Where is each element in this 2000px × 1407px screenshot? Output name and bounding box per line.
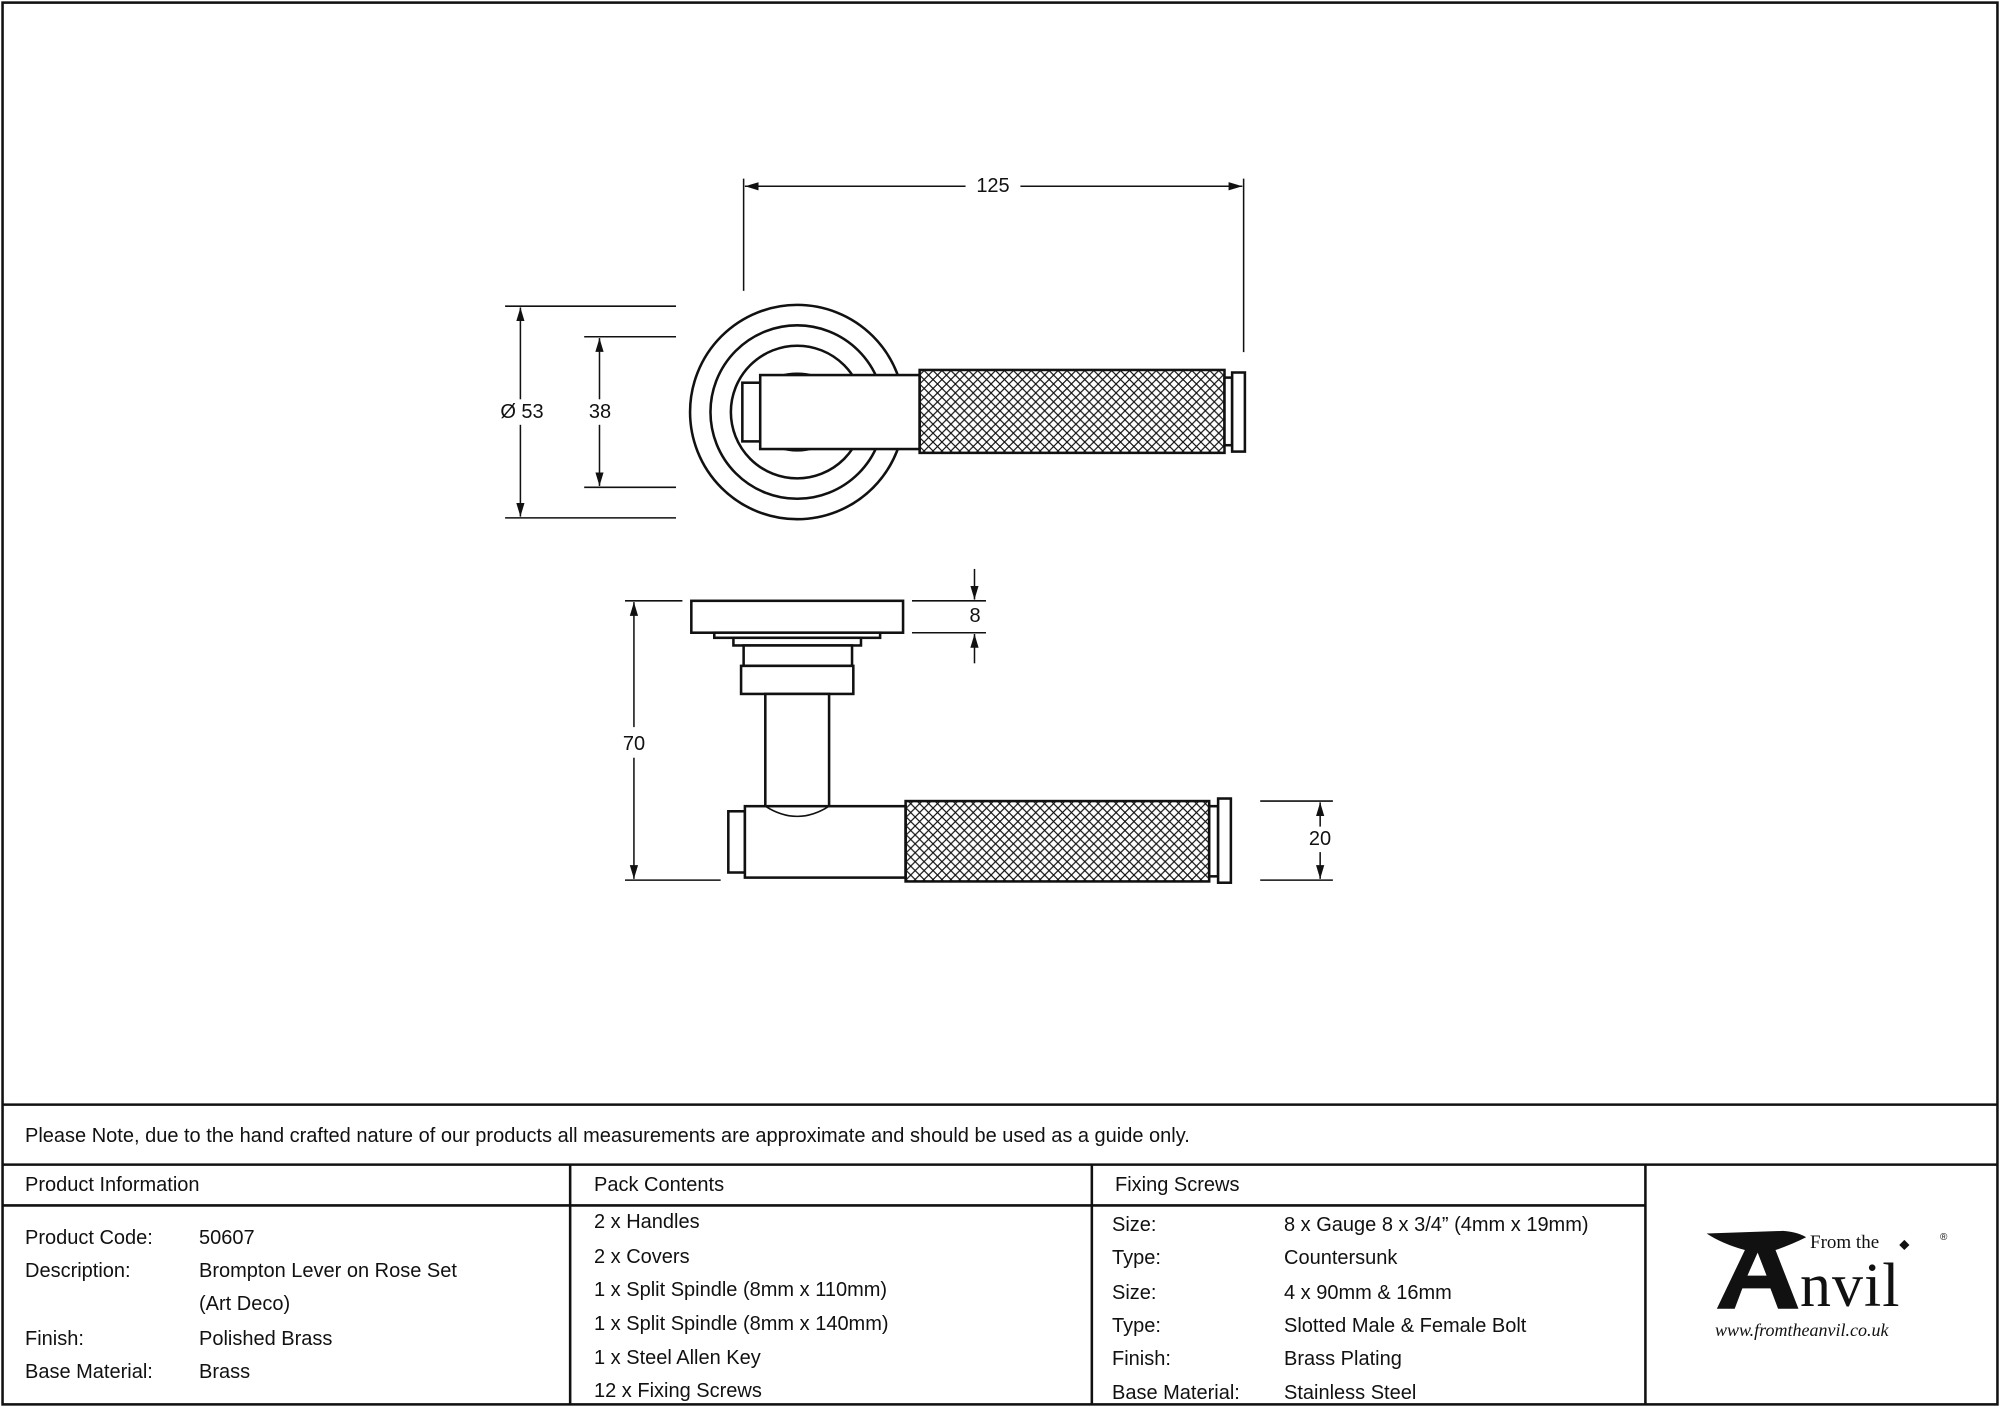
label: Size: (1112, 1214, 1157, 1236)
value: Polished Brass (199, 1328, 333, 1350)
dim-projection: 70 (620, 733, 648, 755)
disclaimer-note: Please Note, due to the hand crafted nat… (25, 1125, 1190, 1147)
value: Brompton Lever on Rose Set (199, 1260, 457, 1282)
logo-url: www.fromtheanvil.co.uk (1715, 1320, 1889, 1340)
fixing-screws-header: Fixing Screws (1115, 1174, 1240, 1196)
label: Type: (1112, 1315, 1161, 1337)
knurled-grip-side (904, 799, 1211, 883)
value: 8 x Gauge 8 x 3/4” (4mm x 19mm) (1284, 1214, 1589, 1236)
label: Base Material: (1112, 1382, 1240, 1404)
lever-neck (758, 373, 921, 451)
knurled-grip (918, 368, 1226, 455)
diamond-icon (1899, 1239, 1910, 1251)
pack-contents-header: Pack Contents (594, 1174, 725, 1196)
value: Slotted Male & Female Bolt (1284, 1315, 1527, 1337)
logo-registered: ® (1940, 1232, 1948, 1243)
label: Base Material: (25, 1361, 153, 1383)
list-item: 12 x Fixing Screws (594, 1380, 762, 1402)
label: Finish: (1112, 1348, 1171, 1370)
value: Countersunk (1284, 1247, 1398, 1269)
label: Type: (1112, 1247, 1161, 1269)
anvil-icon (1706, 1230, 1807, 1309)
dim-grip-height: 20 (1306, 828, 1334, 850)
grip-end-cap (1230, 371, 1247, 453)
label: Product Code: (25, 1227, 153, 1249)
dim-rose-diameter: Ø 53 (498, 401, 546, 423)
value: (Art Deco) (199, 1293, 291, 1315)
dim-rose-thickness: 8 (967, 605, 983, 627)
list-item: 2 x Handles (594, 1211, 700, 1233)
value: Brass Plating (1284, 1348, 1402, 1370)
label: Description: (25, 1260, 131, 1282)
value: 50607 (199, 1227, 255, 1249)
logo-from-the: From the (1810, 1232, 1880, 1253)
side-view (690, 599, 1233, 884)
label: Size: (1112, 1282, 1157, 1304)
label: Finish: (25, 1328, 84, 1350)
value: Brass (199, 1361, 251, 1383)
value: 4 x 90mm & 16mm (1284, 1282, 1452, 1304)
value: Stainless Steel (1284, 1382, 1417, 1404)
list-item: 1 x Split Spindle (8mm x 140mm) (594, 1313, 889, 1335)
list-item: 2 x Covers (594, 1246, 690, 1268)
dim-inner-diameter: 38 (586, 401, 614, 423)
list-item: 1 x Split Spindle (8mm x 110mm) (594, 1279, 888, 1301)
list-item: 1 x Steel Allen Key (594, 1347, 761, 1369)
dim-length: 125 (974, 175, 1012, 197)
front-view (688, 303, 1247, 521)
product-info-header: Product Information (25, 1174, 200, 1196)
logo-name: nvil (1800, 1252, 1901, 1320)
